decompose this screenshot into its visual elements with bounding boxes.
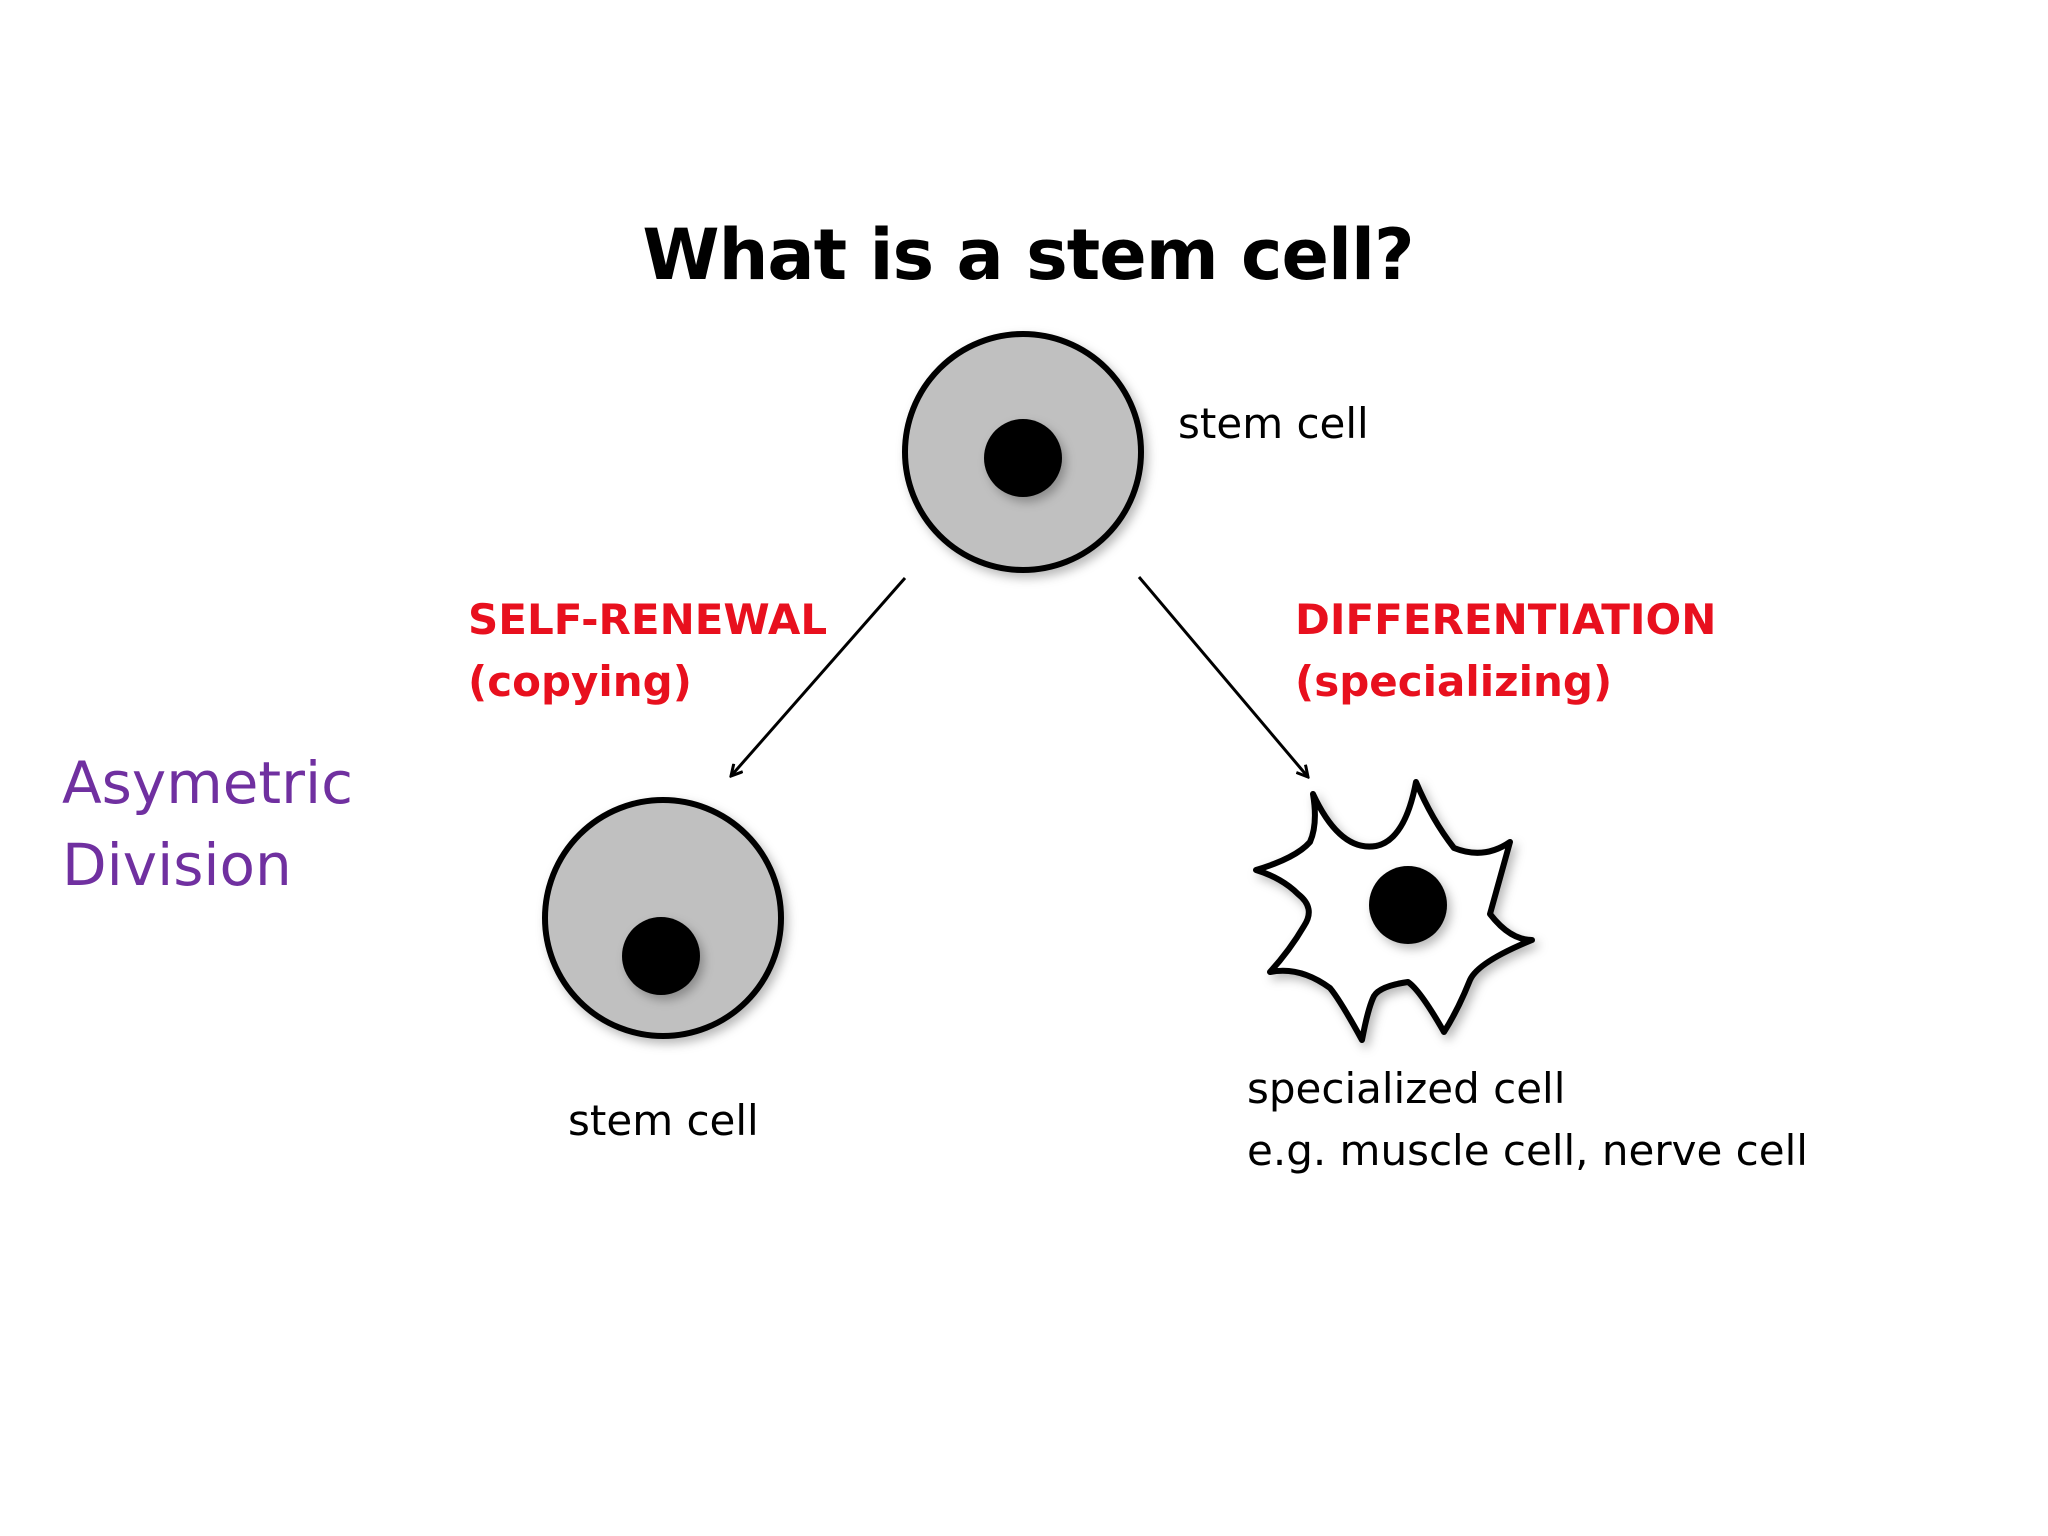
- specialized-cell-label: specialized cell: [1247, 1064, 1566, 1113]
- page-title: What is a stem cell?: [642, 214, 1414, 296]
- top-stem-cell: [902, 331, 1144, 573]
- specialized-cell-example: e.g. muscle cell, nerve cell: [1247, 1126, 1808, 1175]
- specialized-cell-nucleus: [1369, 866, 1447, 944]
- self-renewal-subheading: (copying): [468, 657, 692, 706]
- asymmetric-division-line1: Asymetric: [62, 749, 353, 817]
- differentiation-subheading: (specializing): [1295, 657, 1613, 706]
- differentiation-arrow: [1137, 576, 1308, 777]
- left-stem-cell-label: stem cell: [568, 1096, 759, 1145]
- asymmetric-division-line2: Division: [62, 831, 292, 899]
- specialized-cell: [1253, 779, 1535, 1043]
- top-stem-cell-nucleus: [984, 419, 1062, 497]
- self-renewal-heading: SELF-RENEWAL: [468, 595, 828, 644]
- differentiation-heading: DIFFERENTIATION: [1295, 595, 1717, 644]
- self-renewal-arrow: [731, 577, 907, 776]
- left-stem-cell-nucleus: [622, 917, 700, 995]
- left-stem-cell: [542, 797, 784, 1039]
- top-stem-cell-label: stem cell: [1178, 399, 1369, 448]
